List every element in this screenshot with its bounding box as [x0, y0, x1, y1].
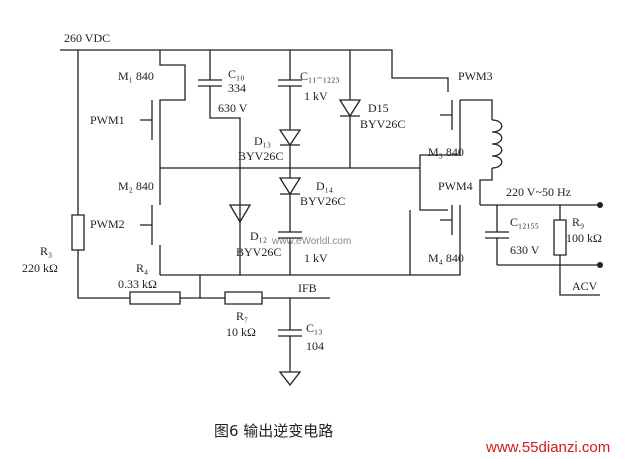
pwm3-label: PWM3 [458, 69, 493, 83]
m2-label: M₂ 840 [118, 179, 154, 193]
d12-diode [228, 204, 252, 224]
m4-label: M₄ 840 [428, 251, 464, 265]
m4-transistor [409, 168, 461, 276]
c12155-value: 630 V [510, 243, 540, 257]
c13-name: C₁₃ [306, 321, 322, 335]
c11-value: 1 kV [304, 89, 328, 103]
r7-name: R₇ [236, 309, 248, 323]
m1-transistor [140, 78, 186, 168]
r4-value: 0.33 kΩ [118, 277, 157, 291]
c13-capacitor [278, 298, 302, 372]
d14-type: BYV26C [300, 194, 345, 208]
r7-resistor [200, 291, 290, 305]
r9-value: 100 kΩ [566, 231, 602, 245]
c11-name: C₁₁₋₁₂₂₃ [300, 69, 339, 83]
c10-value-1: 334 [228, 81, 246, 95]
m3-transistor [391, 60, 470, 168]
pwm2-label: PWM2 [90, 217, 125, 231]
d13-type: BYV26C [238, 149, 283, 163]
r7-value: 10 kΩ [226, 325, 256, 339]
c13-value: 104 [306, 339, 324, 353]
r4-name: R₄ [136, 261, 148, 275]
d12-type: BYV26C [236, 245, 281, 259]
output-terminal-bottom [597, 262, 603, 268]
d14-name: D₁₄ [316, 179, 333, 193]
d15-diode [338, 99, 362, 168]
d13-diode [278, 120, 302, 178]
d14-diode [278, 177, 302, 232]
watermark-corner: www.55dianzi.com [485, 439, 610, 456]
m1-rail [159, 50, 186, 78]
c11-capacitor [278, 79, 302, 120]
d12-name: D₁₂ [250, 229, 267, 243]
output-network [480, 204, 600, 296]
acv-label: ACV [572, 279, 598, 293]
c10-value-2: 630 V [218, 101, 248, 115]
c12-value: 1 kV [304, 251, 328, 265]
c10-capacitor [198, 79, 241, 275]
d15-type: BYV26C [360, 117, 405, 131]
pwm4-label: PWM4 [438, 179, 473, 193]
r3-to-bottom [77, 250, 130, 299]
c12-capacitor [278, 231, 302, 275]
r3-name: R₃ [40, 244, 52, 258]
m2-transistor [140, 168, 161, 275]
r9-name: R₉ [572, 215, 584, 229]
supply-label: 260 VDC [64, 31, 110, 45]
d15-name: D15 [368, 101, 389, 115]
ground-symbol [278, 371, 302, 387]
transformer-winding [470, 99, 503, 205]
m3-label: M₃ 840 [428, 145, 464, 159]
output-label: 220 V~50 Hz [506, 185, 571, 199]
r3-resistor [71, 214, 85, 251]
c10-name: C₁₀ [228, 67, 244, 81]
ifb-label: IFB [298, 281, 317, 295]
figure-caption: 图6 输出逆变电路 [214, 422, 333, 440]
c12155-name: C₁₂₁₅₅ [510, 215, 539, 229]
output-terminal-top [597, 202, 603, 208]
m1-label: M₁ 840 [118, 69, 154, 83]
d13-name: D₁₃ [254, 134, 271, 148]
watermark-center: www.eWorldl.com [271, 236, 351, 247]
supply-rail [60, 49, 393, 60]
r3-value: 220 kΩ [22, 261, 58, 275]
pwm1-label: PWM1 [90, 113, 125, 127]
